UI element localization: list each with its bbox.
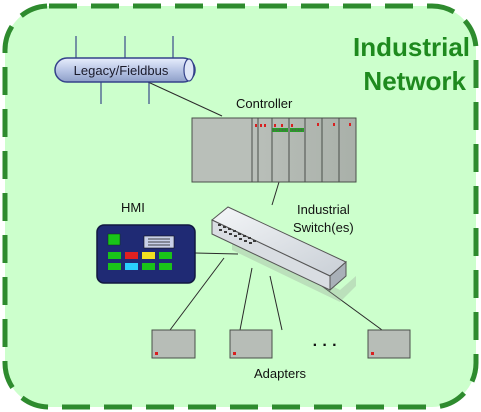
fieldbus-bus: Legacy/Fieldbus xyxy=(54,57,196,83)
network-boundary xyxy=(2,3,479,410)
hmi-label: HMI xyxy=(121,200,145,215)
adapter-2 xyxy=(229,329,273,359)
fieldbus-drops xyxy=(75,36,174,104)
adapter-1 xyxy=(151,329,196,359)
title-line-1: Industrial xyxy=(353,32,470,62)
adapters-ellipsis: · · · xyxy=(313,337,338,354)
adapter-3 xyxy=(367,329,411,359)
switch-label-line-2: Switch(es) xyxy=(293,220,354,235)
hmi-device xyxy=(96,224,196,284)
controller-device xyxy=(191,117,357,183)
controller-label: Controller xyxy=(236,96,293,111)
connection-lines xyxy=(147,81,383,331)
fieldbus-label: Legacy/Fieldbus xyxy=(74,63,169,78)
title-line-2: Network xyxy=(363,66,466,96)
switch-label-line-1: Industrial xyxy=(297,202,350,217)
industrial-switch-device xyxy=(211,206,356,302)
adapters-label: Adapters xyxy=(254,366,307,381)
